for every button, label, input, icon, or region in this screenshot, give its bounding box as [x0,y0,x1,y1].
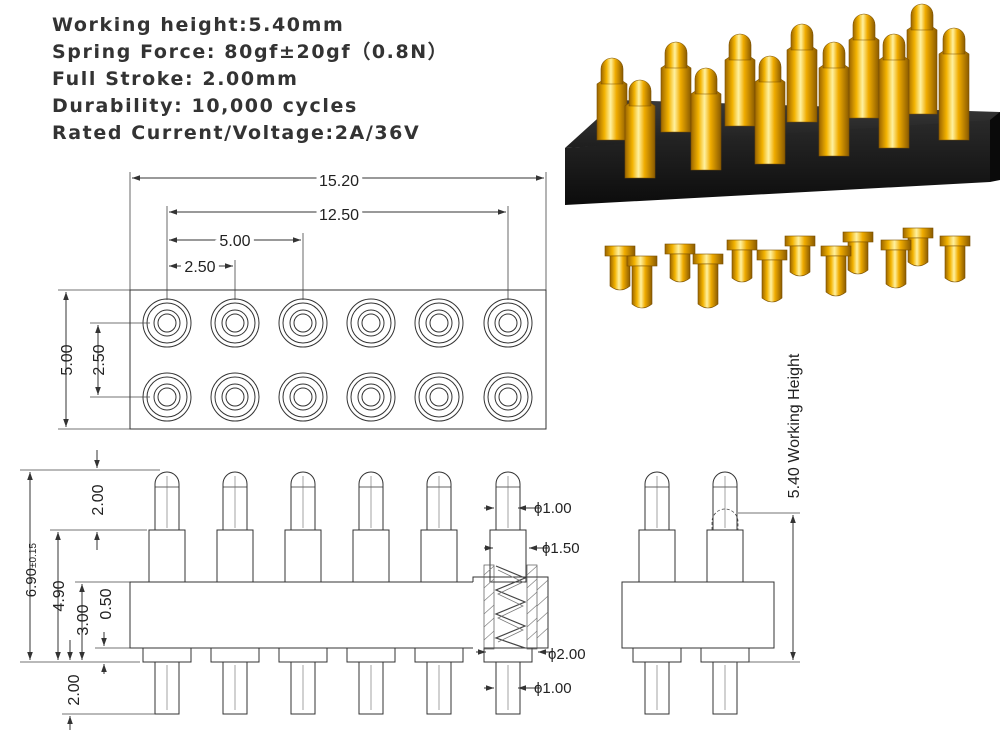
gold-tail [880,239,912,289]
spec-full-stroke: Full Stroke: 2.00mm [52,68,299,90]
product-photo [565,3,1000,309]
pin-hole [210,298,260,348]
dim-body: 3.00 [75,604,92,635]
spring-section [483,564,549,650]
pin-hole [142,372,192,422]
dim-height: 5.00 [59,344,76,375]
gold-pin [596,57,628,141]
gold-tail [939,235,971,283]
gold-pin [878,33,910,149]
pin-hole [278,372,328,422]
pogo-pin [632,471,682,715]
dim-pitch-x2: 5.00 [219,233,250,250]
gold-tail [756,249,788,303]
gold-pin [786,23,818,123]
gold-tail [902,227,934,267]
gold-tail [692,253,724,309]
dim-total-tol: ±0.15 [28,543,39,568]
gold-pin [818,41,850,157]
spec-durability: Durability: 10,000 cycles [52,95,358,117]
d-tip: ϕ1.00 [534,500,572,517]
d-flange: ϕ2.00 [548,646,586,663]
d-tail: ϕ1.00 [534,680,572,697]
spec-rated: Rated Current/Voltage:2A/36V [52,122,421,144]
gold-tail [820,245,852,297]
pin-hole [414,372,464,422]
pin-hole [483,298,533,348]
end-working-height: 5.40 Working Height [786,353,803,498]
spec-spring-force: Spring Force: 80gf±20gf（0.8N） [52,41,449,63]
dim-row-pitch: 2.50 [91,344,108,375]
pin-hole [210,372,260,422]
d-barrel: ϕ1.50 [542,540,580,557]
gold-pin [660,41,692,133]
pin-hole [483,372,533,422]
pin-hole [346,298,396,348]
top-view-outline [129,289,547,430]
gold-tail [604,245,636,291]
pogo-pin [142,471,192,715]
gold-pin [848,13,880,119]
spec-list: Working height:5.40mm Spring Force: 80gf… [52,12,448,147]
gold-pin [938,27,970,141]
dim-pitch: 2.50 [184,259,215,276]
dim-overall-width: 15.20 [319,173,359,190]
dim-total-main: 6.90 [23,568,40,597]
end-view: 5.40 Working Height [621,353,803,715]
pin-hole [142,298,192,348]
gold-tail [626,255,658,309]
gold-pin [624,79,656,179]
top-view: 15.20 12.50 5.00 2.50 5.00 2.50 [58,169,547,430]
pin-hole [278,298,328,348]
dim-pin-span: 12.50 [319,207,359,224]
side-view: 6.90 ±0.15 2.00 4.90 3.00 0.50 2.00 ϕ1.0… [20,450,586,730]
gold-tail [842,231,874,275]
gold-pin [906,3,938,115]
gold-pin [754,55,786,165]
pogo-pin [210,471,260,715]
gold-tail [726,239,758,283]
gold-pin [724,33,756,127]
gold-tail [784,235,816,277]
pogo-pin [414,471,464,715]
spec-working-height: Working height:5.40mm [52,14,345,36]
side-body-outline [129,581,473,649]
pogo-pin [483,471,533,715]
pogo-pin [278,471,328,715]
pin-hole [346,372,396,422]
gold-pin [690,67,722,171]
gold-tail [664,243,696,283]
dim-flange: 0.50 [98,588,115,619]
dim-barrel: 4.90 [51,580,68,611]
pogo-pin [700,471,750,715]
dim-tip: 2.00 [90,484,107,515]
pin-hole [414,298,464,348]
dim-tail: 2.00 [66,674,83,705]
end-body-outline [621,581,775,649]
pogo-pin [346,471,396,715]
